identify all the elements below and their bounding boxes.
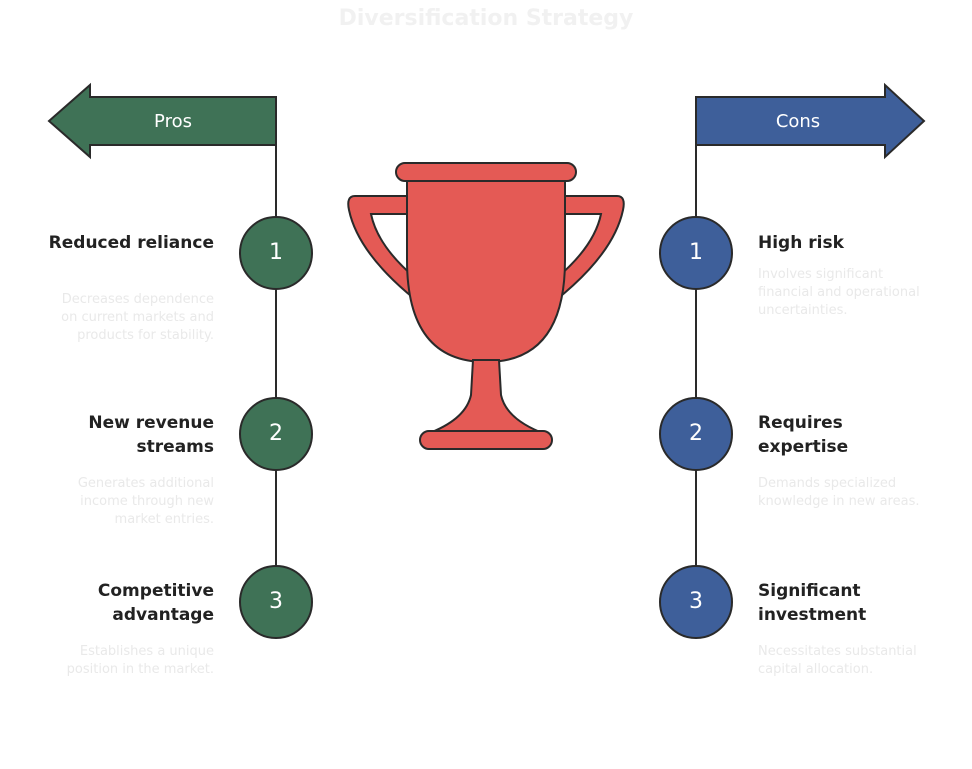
cons-item-desc-1: Involves significant financial and opera… bbox=[758, 267, 920, 318]
pros-item-desc-3: Establishes a unique position in the mar… bbox=[66, 644, 214, 677]
pros-item-desc-2: Generates additional income through new … bbox=[77, 476, 214, 527]
pros-item-title-3: Competitive advantage bbox=[97, 581, 214, 625]
pros-item-title-1: Reduced reliance bbox=[48, 233, 214, 253]
pros-circle-2 bbox=[239, 397, 313, 471]
cons-circle-1 bbox=[659, 216, 733, 290]
pros-item-desc-1: Decreases dependence on current markets … bbox=[61, 292, 214, 343]
cons-number-3: 3 bbox=[689, 589, 703, 614]
cons-circle-3 bbox=[659, 565, 733, 639]
pros-label: Pros bbox=[154, 111, 192, 132]
cons-item-title-2: Requires expertise bbox=[758, 413, 849, 457]
pros-number-2: 2 bbox=[269, 421, 283, 446]
cons-item-title-1: High risk bbox=[758, 233, 844, 253]
cons-item-title-3: Significant investment bbox=[758, 581, 867, 625]
cons-circle-2 bbox=[659, 397, 733, 471]
pros-number-3: 3 bbox=[269, 589, 283, 614]
pros-number-1: 1 bbox=[269, 240, 283, 265]
pros-circle-1 bbox=[239, 216, 313, 290]
cons-number-2: 2 bbox=[689, 421, 703, 446]
cons-number-1: 1 bbox=[689, 240, 703, 265]
cons-arrow bbox=[695, 82, 926, 160]
cons-item-desc-3: Necessitates substantial capital allocat… bbox=[758, 644, 917, 677]
pros-item-title-2: New revenue streams bbox=[88, 413, 214, 457]
pros-arrow bbox=[47, 82, 277, 160]
cons-item-desc-2: Demands specialized knowledge in new are… bbox=[758, 476, 920, 509]
cons-label: Cons bbox=[775, 111, 821, 132]
trophy-icon bbox=[347, 162, 625, 450]
pros-circle-3 bbox=[239, 565, 313, 639]
diagram-title: Diversification Strategy bbox=[338, 6, 634, 31]
